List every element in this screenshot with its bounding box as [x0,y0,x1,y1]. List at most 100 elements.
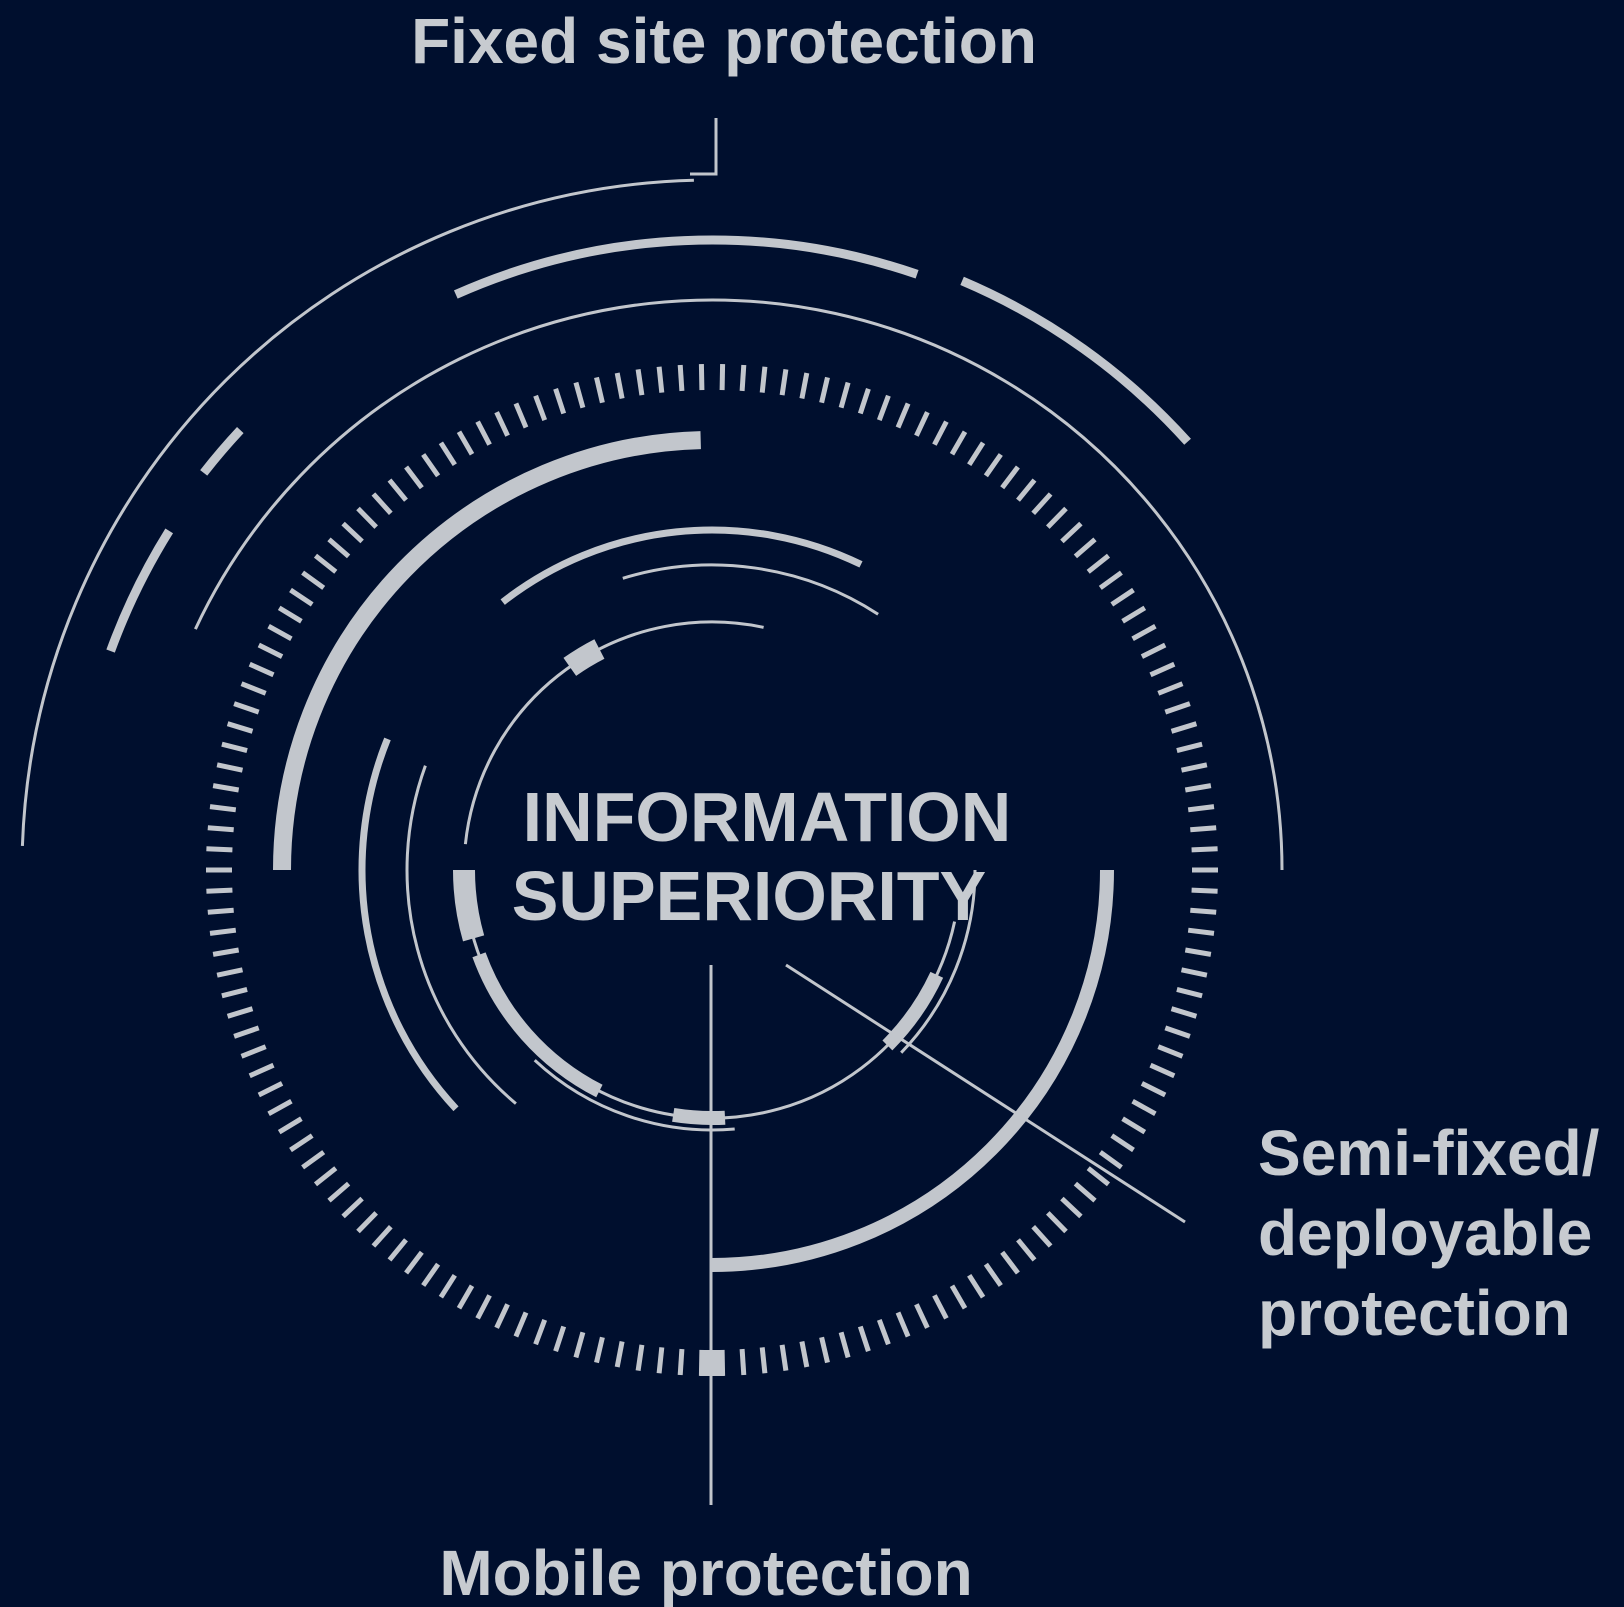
tick-mark [371,492,393,515]
tick-mark [404,465,424,490]
tick-mark [739,364,747,392]
tick-mark [513,1311,529,1338]
tick-mark [779,369,789,396]
tick-mark [838,1331,851,1359]
tick-mark [876,1319,891,1346]
tick-mark [1060,1196,1083,1219]
tick-mark [327,1181,351,1203]
tick-mark [301,1150,326,1170]
tick-mark [1180,967,1208,978]
deployable-label: deployable [1258,1197,1592,1269]
tick-mark [1140,1081,1167,1098]
tick-mark [341,1196,364,1219]
tick-mark [248,661,275,678]
tick-mark [1184,783,1212,793]
tick-mark [1164,1025,1191,1039]
outer-top-arc [453,235,919,299]
tick-mark [1073,537,1097,559]
tick-mark [895,1311,911,1338]
tick-mark [248,1062,275,1079]
tick-mark [949,430,968,456]
tick-mark [1000,1250,1020,1275]
tick-mark [876,394,891,421]
outer-dash-arc [200,427,244,476]
tick-mark [1131,624,1157,641]
tick-mark [573,1331,586,1359]
tick-mark [1170,1006,1198,1019]
tick-mark [594,376,605,404]
tick-mark [233,701,260,715]
tick-mark [932,1294,949,1320]
tick-ring [206,364,1218,1376]
tick-mark [553,388,567,415]
tick-mark [1191,887,1218,894]
tick-mark [719,364,726,391]
tick-mark [739,1348,747,1376]
protection-label: protection [1258,1277,1571,1349]
tick-mark [341,521,364,544]
tick-mark [494,411,510,437]
second-thin-arc [194,298,1284,871]
tick-mark [1110,587,1135,607]
tick-mark [221,986,248,999]
tick-mark [327,537,351,559]
tick-mark [207,907,234,915]
inner-thick-left-segment [452,869,485,942]
tick-mark [949,1284,968,1310]
large-thick-arc [273,431,701,871]
inner-thick-tick-upper [563,639,605,676]
tick-mark [404,1250,424,1275]
tick-mark [553,1325,567,1352]
tick-mark [289,1133,314,1153]
tick-mark [914,1303,930,1329]
tick-mark [207,825,234,833]
tick-mark [1073,1181,1097,1203]
tick-mark [257,642,284,659]
tick-mark [1098,570,1123,590]
tick-mark [206,887,233,894]
tick-mark [421,453,441,478]
right-thin-arc [900,869,977,1054]
tick-mark [1031,492,1053,515]
tick-mark [356,506,378,529]
tick-mark [819,376,830,404]
tick-mark [914,411,930,437]
tick-mark [656,1347,665,1374]
tick-mark [779,1344,789,1371]
tick-mark [967,1273,986,1299]
tick-mark [1098,1150,1123,1170]
tick-mark [759,1347,768,1374]
tick-mark [267,624,293,641]
tick-mark [212,783,240,793]
tick-mark [799,372,810,399]
left-mid-arc [358,737,459,1112]
outer-right-arc [960,276,1191,445]
tick-mark [1110,1133,1135,1153]
tick-mark [206,846,233,853]
tick-mark [1157,1044,1184,1059]
tick-mark [1121,605,1147,624]
tick-mark [573,381,586,409]
tick-mark [656,366,665,393]
tick-mark [677,364,685,392]
tick-mark [1086,1166,1111,1187]
tick-mark [226,1006,254,1019]
tick-mark [456,1284,475,1310]
fixed-site-protection-label: Fixed site protection [411,5,1037,77]
tick-mark [1157,681,1184,696]
tick-mark [1016,1238,1037,1262]
tick-mark [799,1341,810,1368]
fixed-site-callout-line [690,118,718,176]
tick-mark [1187,927,1215,936]
tick-mark [1016,478,1037,502]
tick-mark [1086,553,1111,574]
superiority-label: SUPERIORITY [512,857,987,935]
tick-mark [371,1225,393,1248]
upper-thin-arc [622,563,879,616]
tick-mark [857,1325,871,1352]
tick-mark [1149,1062,1176,1079]
tick-mark [267,1099,293,1116]
tick-mark [1187,804,1215,813]
mobile-protection-label: Mobile protection [439,1537,972,1607]
